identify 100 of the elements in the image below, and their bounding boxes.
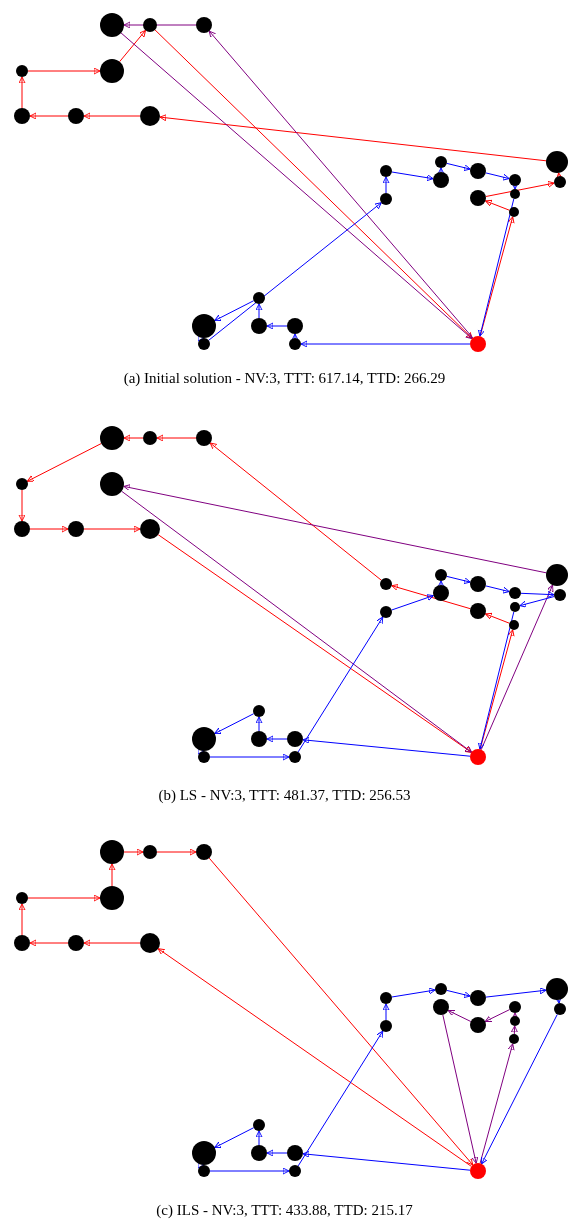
customer-node <box>470 163 486 179</box>
route-arrow <box>391 584 471 610</box>
figure-caption: (c) ILS - NV:3, TTT: 433.88, TTD: 215.17 <box>156 1202 413 1219</box>
customer-node <box>546 978 568 1000</box>
customer-node <box>68 521 84 537</box>
customer-node <box>253 1119 265 1131</box>
route-arrow <box>302 736 471 757</box>
customer-node <box>198 338 210 350</box>
customer-node <box>14 935 30 951</box>
route-arrow <box>121 490 473 753</box>
customer-node <box>433 999 449 1015</box>
figure-caption: (b) LS - NV:3, TTT: 481.37, TTD: 256.53 <box>158 787 411 804</box>
route-arrow <box>208 202 382 341</box>
route-arrow <box>442 1014 479 1164</box>
customer-node <box>509 587 521 599</box>
route-arrow <box>157 948 472 1167</box>
customer-node <box>554 589 566 601</box>
customer-node <box>16 478 28 490</box>
route-arrow <box>297 1030 384 1167</box>
customer-node <box>198 1165 210 1177</box>
customer-node <box>380 1020 392 1032</box>
route-arrow <box>214 1127 255 1149</box>
customer-node <box>251 1145 267 1161</box>
customer-node <box>470 990 486 1006</box>
customer-node <box>380 992 392 1004</box>
customer-node <box>196 430 212 446</box>
customer-node <box>510 1016 520 1026</box>
customer-node <box>192 727 216 751</box>
customer-node <box>546 151 568 173</box>
customer-node <box>196 844 212 860</box>
customer-node <box>380 165 392 177</box>
depot-node <box>470 749 486 765</box>
route-arrow <box>119 29 146 63</box>
customer-node <box>16 65 28 77</box>
customer-node <box>143 18 157 32</box>
customer-node <box>380 578 392 590</box>
route-arrow <box>485 612 510 624</box>
route-arrow <box>478 611 515 750</box>
route-arrow <box>485 199 510 211</box>
route-arrow <box>214 300 255 322</box>
customer-node <box>253 705 265 717</box>
customer-node <box>192 1141 216 1165</box>
route-arrow <box>26 443 102 482</box>
route-arrow <box>484 1009 511 1022</box>
route-arrow <box>481 1013 558 1165</box>
customer-node <box>509 1001 521 1013</box>
customer-node <box>380 193 392 205</box>
customer-node <box>100 472 124 496</box>
customer-node <box>143 845 157 859</box>
customer-node <box>100 426 124 450</box>
customer-node <box>198 751 210 763</box>
route-arrow <box>446 989 471 999</box>
customer-node <box>68 108 84 124</box>
customer-node <box>470 603 486 619</box>
customer-node <box>554 1003 566 1015</box>
customer-node <box>433 585 449 601</box>
figure-caption: (a) Initial solution - NV:3, TTT: 617.14, TTD: 266.29 <box>123 370 446 387</box>
route-arrow <box>209 442 382 581</box>
route-arrow <box>446 575 471 585</box>
route-arrow <box>214 713 255 735</box>
route-arrow <box>159 114 547 162</box>
customer-node <box>14 108 30 124</box>
route-arrow <box>123 484 547 574</box>
customer-node <box>554 176 566 188</box>
customer-node <box>435 983 447 995</box>
route-arrow <box>478 198 515 337</box>
customer-node <box>289 1165 301 1177</box>
customer-node <box>509 620 519 630</box>
customer-node <box>289 338 301 350</box>
customer-node <box>100 59 124 83</box>
customer-node <box>251 731 267 747</box>
route-arrow <box>485 585 510 594</box>
customer-node <box>287 318 303 334</box>
route-arrow <box>520 591 555 598</box>
route-arrow <box>208 857 474 1166</box>
customer-node <box>140 519 160 539</box>
customer-node <box>100 13 124 37</box>
customer-node <box>100 840 124 864</box>
customer-node <box>433 172 449 188</box>
route-arrow <box>391 987 436 998</box>
customer-node <box>14 521 30 537</box>
route-arrow <box>391 594 434 611</box>
customer-node <box>510 189 520 199</box>
customer-node <box>253 292 265 304</box>
customer-node <box>68 935 84 951</box>
customer-node <box>380 606 392 618</box>
depot-node <box>470 1163 486 1179</box>
customer-node <box>546 564 568 586</box>
customer-node <box>140 106 160 126</box>
customer-node <box>143 431 157 445</box>
depot-node <box>470 336 486 352</box>
route-arrow <box>297 616 384 753</box>
route-arrow <box>447 1010 472 1022</box>
customer-node <box>470 190 486 206</box>
customer-node <box>287 1145 303 1161</box>
customer-node <box>470 1017 486 1033</box>
customer-node <box>435 156 447 168</box>
route-arrow <box>485 172 510 181</box>
customer-node <box>16 892 28 904</box>
customer-node <box>140 933 160 953</box>
